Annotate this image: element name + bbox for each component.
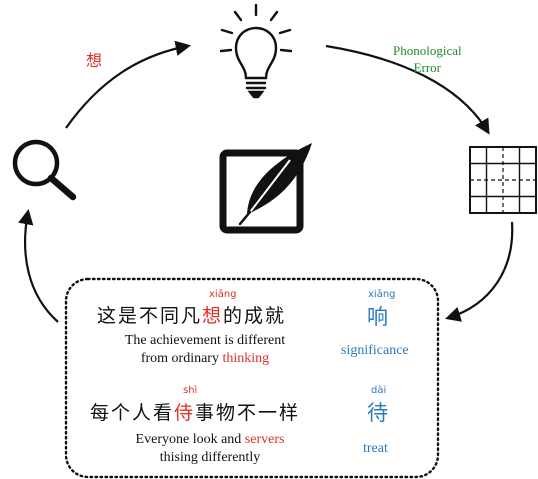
- example2-error-char: 侍: [174, 403, 196, 424]
- example2-correct-pinyin: dài: [371, 385, 387, 396]
- example2-translation: Everyone look and servers thising differ…: [95, 431, 325, 467]
- example2-translation-line2: thising differently: [159, 450, 261, 465]
- grid-icon: [469, 146, 537, 214]
- example2-translation-prefix: Everyone look and: [135, 432, 245, 447]
- label-think-char: 想: [86, 53, 103, 70]
- example1-translation: The achievement is different from ordina…: [90, 332, 320, 368]
- examples-box: [64, 277, 440, 479]
- example2-correct-char: 待: [367, 401, 388, 425]
- example1-translation-line1: The achievement is different: [124, 333, 286, 348]
- example1-translation-prefix: from ordinary: [140, 351, 223, 366]
- example1-translation-error-word: thinking: [222, 351, 270, 366]
- example2-sentence-after: 事物不一样: [195, 403, 301, 424]
- arrow-search-to-bulb: [65, 40, 192, 129]
- arrow-bulb-to-grid: [325, 44, 490, 135]
- example1-correct-word: significance: [341, 343, 409, 358]
- example2-translation-line1: Everyone look and servers: [95, 431, 325, 449]
- example1-translation-line2: from ordinary thinking: [90, 350, 320, 368]
- label-error: Error: [413, 60, 442, 75]
- example2-sentence: 每个人看侍事物不一样: [90, 398, 300, 425]
- example1-sentence-before: 这是不同凡: [97, 306, 203, 327]
- example2-sentence-before: 每个人看: [90, 403, 175, 424]
- example2-translation-error-word: servers: [244, 432, 285, 447]
- example1-error-char: 想: [202, 306, 224, 327]
- quill-icon: [219, 143, 312, 234]
- label-phonological-error: Phonological Error: [393, 42, 462, 76]
- arrow-box-to-search: [18, 208, 59, 323]
- example1-sentence-after: 的成就: [223, 306, 287, 327]
- example1-correct-pinyin: xiǎng: [368, 289, 396, 300]
- example1-sentence: 这是不同凡想的成就: [97, 301, 286, 328]
- label-phonological: Phonological: [393, 43, 462, 58]
- lightbulb-icon: [219, 3, 293, 99]
- example1-error-pinyin: xiǎng: [209, 289, 237, 300]
- example1-correct-char: 响: [367, 305, 388, 329]
- example2-error-pinyin: shì: [183, 385, 198, 396]
- arrow-grid-to-box: [445, 221, 514, 322]
- example2-correct-word: treat: [363, 441, 388, 456]
- search-icon: [12, 139, 77, 201]
